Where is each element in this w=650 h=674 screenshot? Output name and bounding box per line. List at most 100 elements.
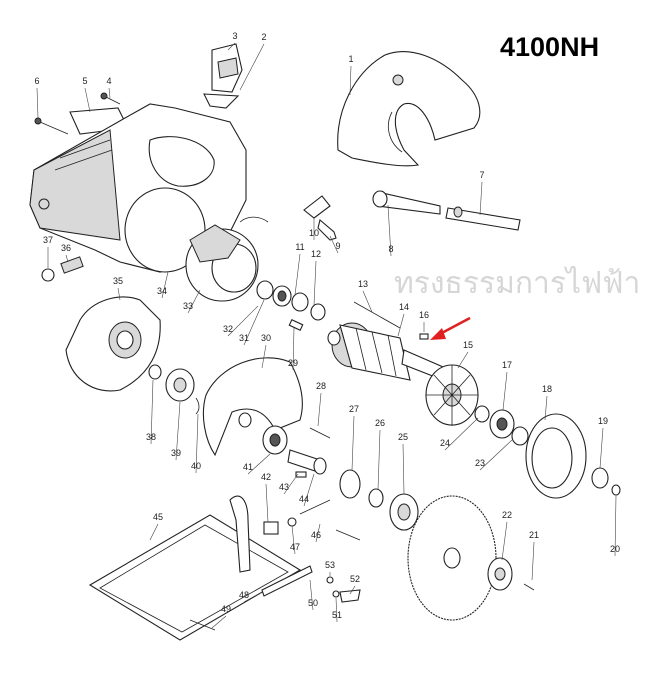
leader-line-35 [117,287,121,301]
leader-line-8 [387,204,392,257]
part-ring-27 [339,469,361,499]
leader-line-3 [227,42,236,51]
leader-line-31 [243,299,265,346]
part-bearings-rear [256,280,326,331]
part-number-label: 33 [183,301,193,311]
part-number-label: 16 [419,310,429,320]
leader-line-7 [479,181,483,216]
part-saw-blade [407,495,497,621]
part-blade-case [65,296,161,392]
leader-line-27 [351,415,355,471]
part-number-label: 11 [295,242,304,252]
part-number-label: 2 [261,32,266,42]
part-bearing-box [525,413,587,499]
leader-line-49 [211,615,227,629]
part-through-bolt [353,301,401,329]
part-bearing-41 [262,425,331,455]
part-number-label: 29 [288,358,298,368]
part-small-hardware [189,499,361,631]
leader-line-15 [457,351,469,369]
part-armature [327,322,451,383]
part-motor-housing [29,103,247,273]
part-power-cord [372,190,521,231]
part-number-label: 8 [388,244,393,254]
part-number-label: 1 [348,54,353,64]
model-title: 4100NH [500,32,600,62]
part-number-label: 36 [61,243,71,253]
part-number-label: 3 [232,31,237,41]
leader-line-32 [227,305,259,337]
leader-line-46 [315,523,321,543]
part-number-label: 46 [311,530,321,540]
part-number-label: 43 [279,482,289,492]
part-number-label: 40 [191,461,201,471]
watermark-text: ทรงธรรมการไฟฟ้า [394,266,641,301]
part-number-label: 51 [332,610,342,620]
part-switch [203,43,243,109]
leader-line-6 [36,87,39,119]
part-number-label: 4 [106,76,111,86]
part-number-label: 14 [399,302,409,312]
part-number-label: 25 [398,432,408,442]
leader-line-21 [531,541,535,581]
leader-line-25 [402,443,405,495]
leader-line-1 [349,65,352,96]
leader-line-36 [65,254,69,263]
part-number-label: 7 [479,170,484,180]
part-number-label: 15 [463,340,473,350]
leader-line-42 [265,483,269,523]
leader-line-51 [335,597,338,623]
part-cord-clamp [303,195,337,241]
part-number-label: 6 [34,76,39,86]
part-number-label: 10 [309,228,319,238]
part-number-label: 19 [598,416,608,426]
part-number-labels: 1234567891011121314151617181920212223242… [34,31,620,629]
leader-line-38 [150,379,154,445]
leader-line-48 [243,591,263,603]
leader-line-28 [317,392,322,427]
leader-line-43 [283,473,299,495]
leader-line-34 [161,271,169,299]
part-number-label: 47 [290,542,300,552]
part-o-ring-26 [368,488,384,508]
part-number-label: 42 [261,472,271,482]
leader-line-2 [239,43,265,91]
part-number-label: 22 [502,510,512,520]
part-number-label: 12 [311,249,321,259]
leader-line-13 [362,290,373,313]
leader-line-5 [84,87,91,113]
leader-line-24 [444,417,479,451]
part-bearings-front [474,405,529,446]
leader-line-45 [149,523,159,541]
part-number-label: 9 [335,241,340,251]
leader-line-18 [544,395,548,421]
part-blade-guard [202,357,303,457]
part-field [185,216,269,302]
leader-line-40 [195,413,199,474]
leader-line-44 [303,473,315,507]
leader-line-9 [329,235,339,254]
leader-line-14 [397,313,405,337]
part-number-label: 39 [171,448,181,458]
leader-line-41 [247,453,271,475]
part-number-label: 30 [261,333,271,343]
part-number-label: 32 [223,324,233,334]
part-number-label: 38 [146,432,156,442]
leader-line-19 [599,427,604,469]
leader-line-33 [187,289,201,314]
part-fan [425,364,479,426]
part-number-label: 37 [43,235,53,245]
leader-line-12 [313,260,317,306]
leader-line-50 [309,579,314,611]
leader-line-4 [108,87,111,99]
highlight-arrow [430,316,471,340]
part-spindle [287,449,327,478]
part-number-label: 20 [610,544,620,554]
leader-line-39 [175,401,181,461]
part-number-label: 41 [243,462,253,472]
part-handle-cover [337,51,481,167]
leader-line-47 [291,525,296,555]
part-spindle-gear [148,364,200,415]
part-number-label: 17 [502,360,512,370]
